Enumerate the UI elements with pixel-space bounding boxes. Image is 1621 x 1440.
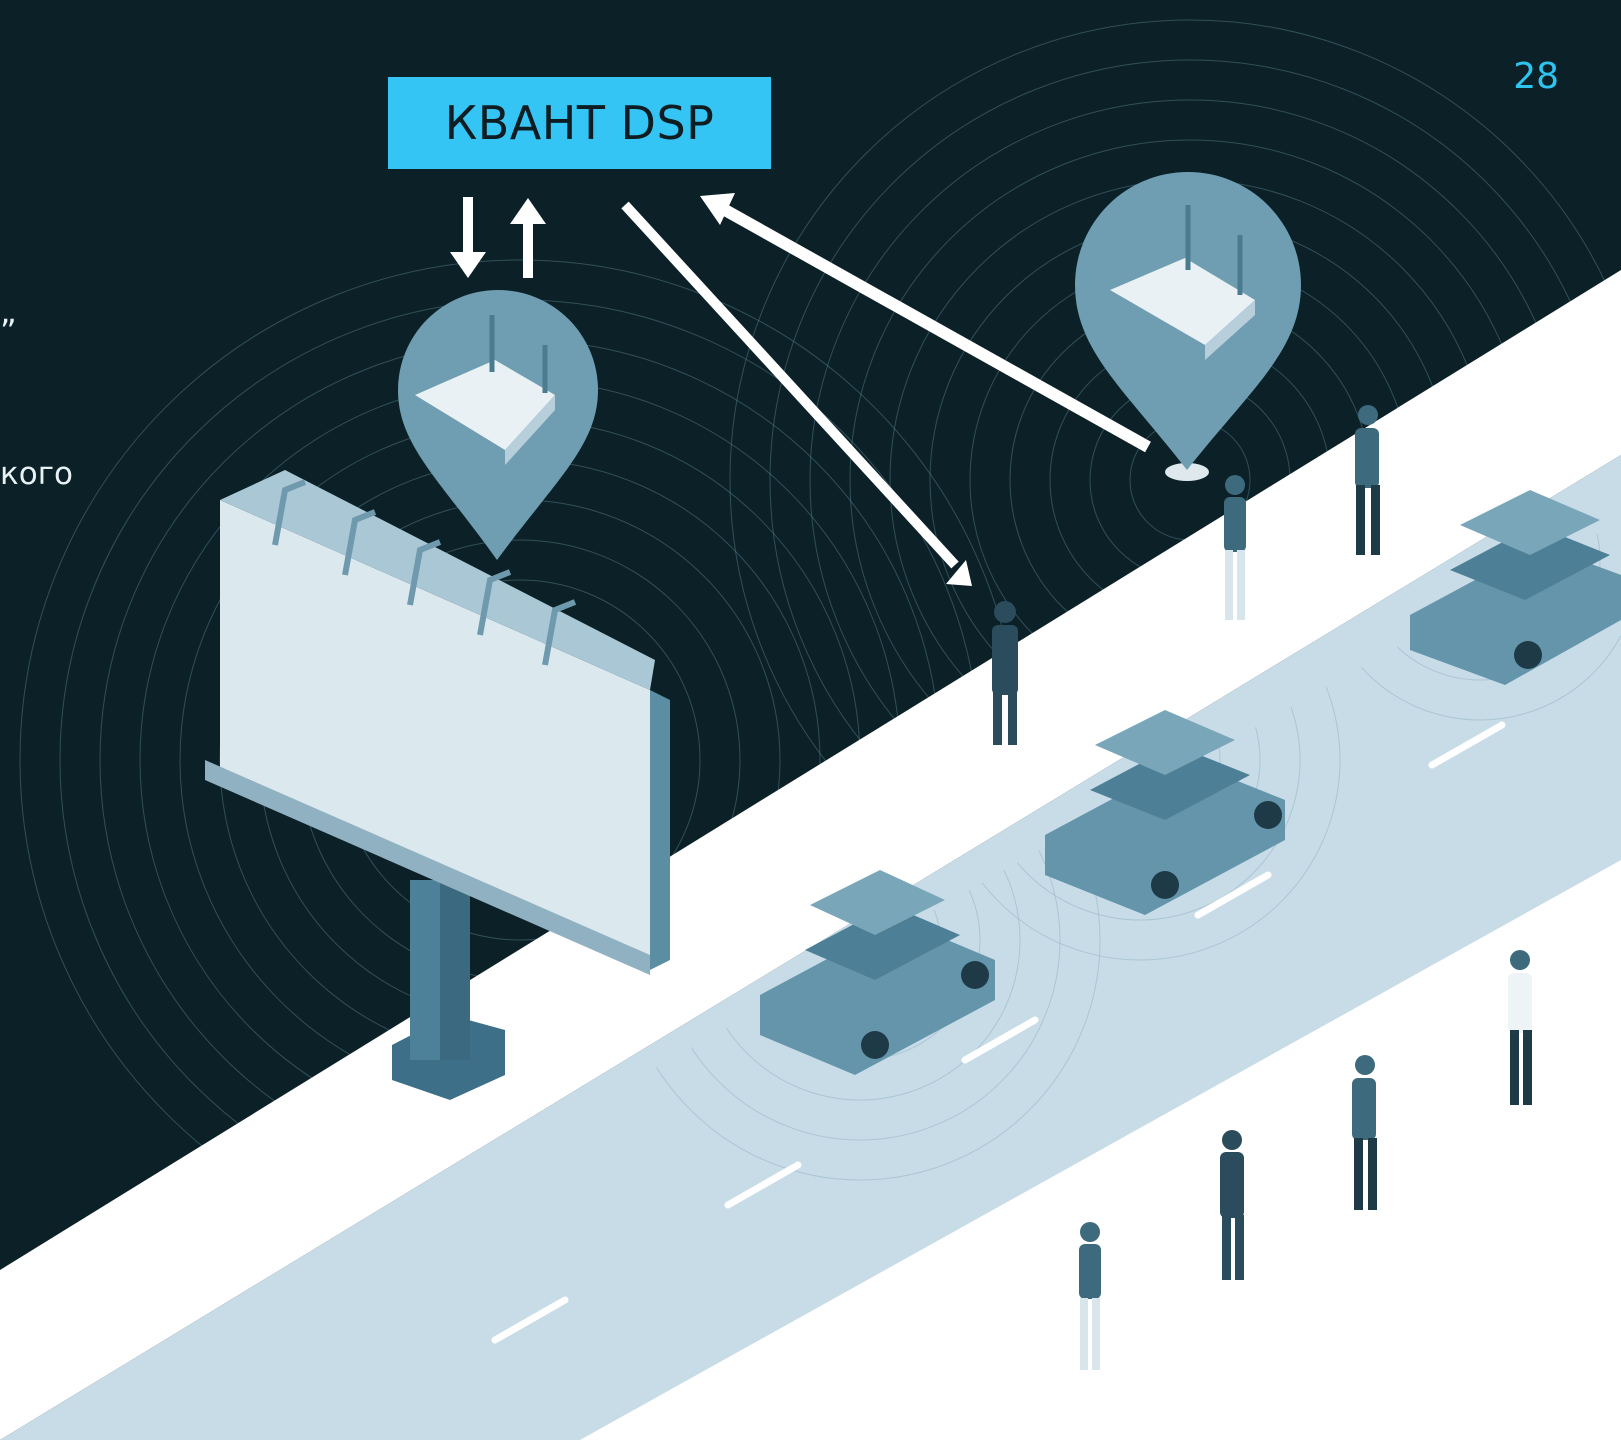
side-text-fragment: кого <box>0 456 73 492</box>
dsp-label-box: КВАНТ DSP <box>388 77 771 169</box>
page-number: 28 <box>1513 56 1559 97</box>
dsp-label: КВАНТ DSP <box>445 96 715 150</box>
side-text-quote: ” <box>0 312 17 350</box>
router-pin-icon-left <box>398 290 598 560</box>
router-pin-icon-right <box>1075 172 1301 481</box>
